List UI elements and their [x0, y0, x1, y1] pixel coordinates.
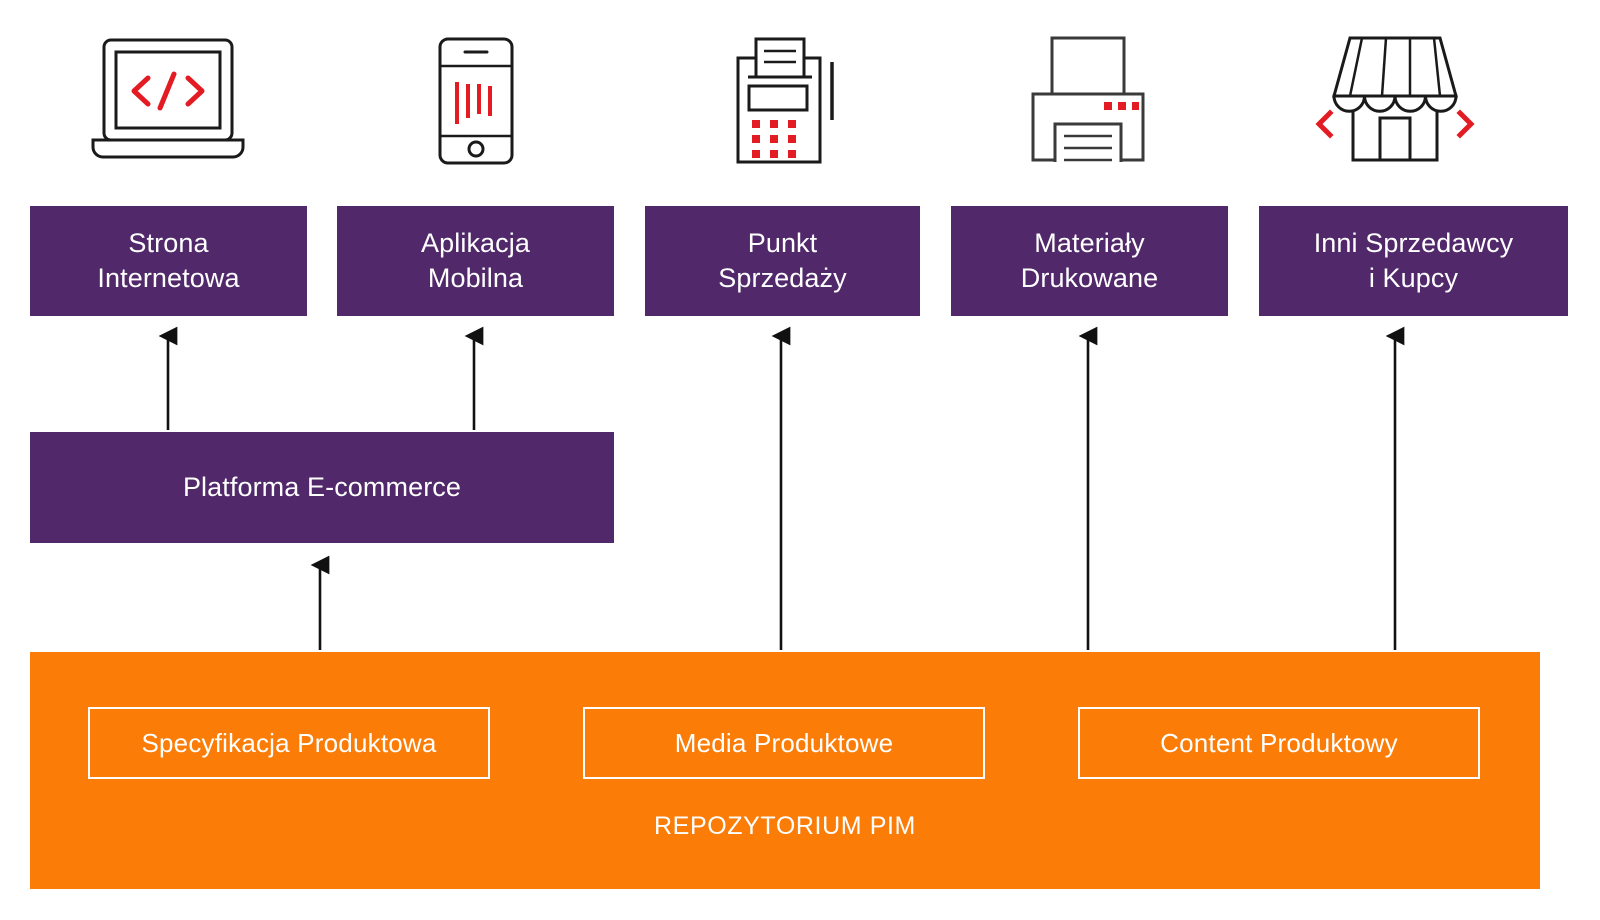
- channel-box-resellers[interactable]: Inni Sprzedawcy i Kupcy: [1259, 206, 1568, 316]
- pos-terminal-icon: [736, 36, 840, 166]
- mobile-phone-icon: [436, 36, 516, 166]
- pim-card-product-media[interactable]: Media Produktowe: [583, 707, 985, 779]
- ecommerce-platform-label: Platforma E-commerce: [182, 472, 462, 502]
- pim-card-product-spec[interactable]: Specyfikacja Produktowa: [88, 707, 490, 779]
- pim-card-label: Specyfikacja Produktowa: [141, 727, 437, 758]
- pim-repository-caption: REPOZYTORIUM PIM: [654, 812, 916, 840]
- pim-repository-block: Specyfikacja Produktowa Media Produktowe…: [30, 652, 1540, 889]
- printer-icon: [1030, 36, 1146, 188]
- ecommerce-platform-box[interactable]: Platforma E-commerce: [30, 432, 614, 543]
- pim-card-product-content[interactable]: Content Produktowy: [1078, 707, 1480, 779]
- laptop-code-icon: [88, 36, 248, 164]
- pim-card-label: Content Produktowy: [1160, 727, 1398, 758]
- pim-card-label: Media Produktowe: [674, 727, 894, 758]
- channel-box-mobile-app[interactable]: Aplikacja Mobilna: [337, 206, 614, 316]
- channel-box-print[interactable]: Materiały Drukowane: [951, 206, 1228, 316]
- channel-box-website[interactable]: Strona Internetowa: [30, 206, 307, 316]
- storefront-icon: [1310, 30, 1480, 162]
- channel-box-pos[interactable]: Punkt Sprzedaży: [645, 206, 920, 316]
